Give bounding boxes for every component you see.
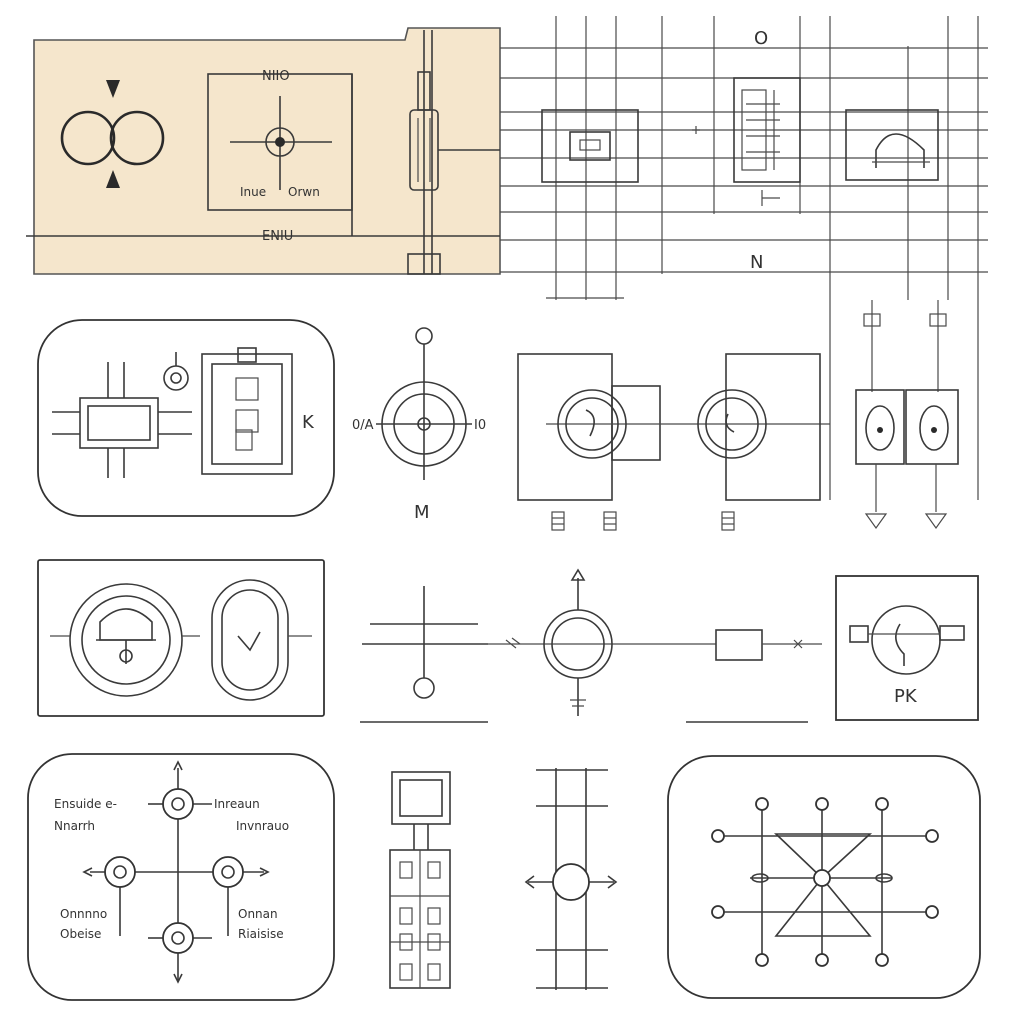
row3-left-panel (37, 559, 325, 717)
hub-tr-2: Invnrauo (236, 819, 289, 833)
switch-icon (715, 629, 822, 661)
row3-right-panel: PK (835, 575, 979, 721)
row2-right-components (517, 353, 959, 531)
top-right-o-label: O (754, 28, 768, 49)
hub-bl-1: Onnnno (60, 907, 107, 921)
double-circle-icon (60, 80, 165, 188)
hub-tr-1: Inreaun (214, 797, 260, 811)
cross-node (524, 768, 618, 990)
star-network-panel (667, 755, 981, 999)
meter-top-label: NIIO (262, 69, 290, 84)
row4-hub-panel: Ensuide e- Nnarrh Inreaun Invnrauo Onnnn… (27, 753, 335, 1001)
hub-tl-2: Nnarrh (54, 819, 95, 833)
beige-panel-group: NIIO Inue Orwn ENIU (26, 27, 501, 275)
hub-br-2: Riaisise (238, 927, 284, 941)
row2-left-panel: K (37, 319, 335, 517)
hub-tl-1: Ensuide e- (54, 797, 117, 811)
lamp-icon (50, 583, 200, 697)
resistor-icon (52, 362, 192, 478)
motor-left-label: 0/A (352, 418, 374, 433)
hub-br-1: Onnan (238, 907, 278, 921)
beige-panel (33, 27, 501, 275)
top-bus-label: ENIU (262, 229, 293, 244)
meter-right-label: Orwn (288, 185, 320, 199)
row3-middle (360, 568, 822, 723)
hub-bl-2: Obeise (60, 927, 101, 941)
top-right-wiring: O N (500, 16, 988, 500)
panel-c-k-label: K (302, 412, 315, 433)
top-right-n-label: N (750, 252, 763, 273)
pk-label: PK (894, 686, 918, 707)
motor-bottom-label: M (414, 502, 430, 523)
ground-icon (551, 464, 948, 531)
motor-right-label: I0 (474, 418, 486, 433)
meter-left-label: Inue (240, 185, 266, 199)
terminal-block (389, 771, 451, 989)
motor-icon: 0/A I0 M (352, 327, 486, 523)
